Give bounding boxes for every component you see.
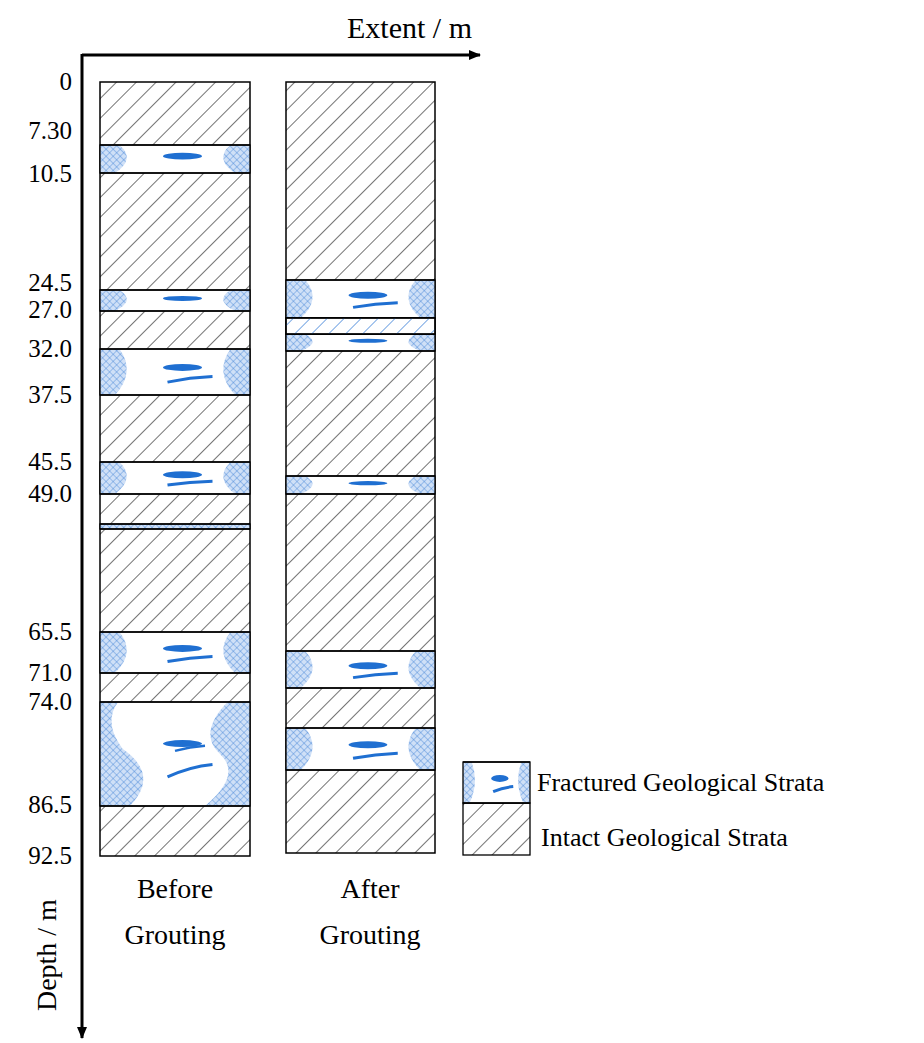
depth-tick-label: 24.5: [28, 269, 72, 298]
depth-tick-label: 7.30: [28, 117, 72, 146]
fractured-band: [286, 334, 435, 351]
extent-axis: [82, 54, 480, 57]
fracture-lens: [163, 645, 202, 652]
fracture-lens: [349, 741, 388, 748]
column-label: After Grouting: [305, 866, 435, 958]
fracture-lens: [168, 764, 213, 776]
depth-tick-label: 0: [60, 68, 73, 97]
depth-tick-label: 37.5: [28, 381, 72, 410]
depth-tick-label: 45.5: [28, 448, 72, 477]
fracture-lens: [163, 153, 202, 160]
fracture-void: [301, 334, 420, 351]
fracture-void: [301, 476, 420, 494]
fracture-lens: [349, 339, 388, 343]
fracture-void: [301, 280, 420, 318]
after-column: [286, 82, 435, 853]
fractured-band: [100, 462, 250, 494]
fracture-lens: [163, 296, 202, 301]
grouted-band: [286, 318, 435, 334]
fractured-band: [100, 290, 250, 311]
fracture-lens: [349, 481, 388, 485]
depth-tick-label: 49.0: [28, 480, 72, 509]
depth-axis: [81, 54, 84, 1038]
grouted-band: [286, 318, 435, 334]
band-outline: [286, 334, 435, 351]
band-outline: [286, 476, 435, 494]
depth-tick-label: 27.0: [28, 296, 72, 325]
fracture-void: [115, 290, 235, 311]
fracture-void: [115, 632, 235, 673]
fractured-band: [286, 476, 435, 494]
before-column: [100, 82, 250, 856]
axis-title: Depth / m: [31, 899, 63, 1011]
fracture-lens: [168, 377, 213, 383]
depth-tick-label: 86.5: [28, 791, 72, 820]
band-outline: [100, 524, 250, 529]
fracture-lens: [163, 471, 202, 478]
fracture-void: [115, 462, 235, 494]
legend-text: Intact Geological Strata: [541, 823, 788, 853]
fracture-lens: [349, 662, 388, 669]
fracture-lens: [493, 787, 513, 792]
depth-tick-label: 74.0: [28, 688, 72, 717]
depth-tick-label: 32.0: [28, 335, 72, 364]
band-outline: [286, 280, 435, 318]
fracture-void: [111, 702, 228, 806]
band-outline: [286, 728, 435, 770]
fracture-lens: [175, 746, 205, 751]
fracture-void: [301, 651, 420, 688]
fractured-band: [286, 728, 435, 770]
band-outline: [463, 762, 530, 803]
fracture-lens: [353, 753, 398, 758]
band-outline: [100, 145, 250, 173]
fractured-band: [463, 762, 530, 803]
depth-tick-label: 92.5: [28, 842, 72, 871]
fracture-lens: [353, 673, 398, 677]
fractured-band: [286, 651, 435, 688]
fracture-lens: [168, 481, 213, 485]
column-label: Before Grouting: [110, 866, 240, 958]
fracture-lens: [349, 292, 388, 299]
fractured-band: [100, 349, 250, 395]
band-outline: [100, 462, 250, 494]
axis-title: Extent / m: [347, 11, 472, 46]
band-outline: [100, 349, 250, 395]
depth-tick-label: 10.5: [28, 160, 72, 189]
fractured-band: [100, 632, 250, 673]
fracture-lens: [353, 303, 398, 308]
band-outline: [100, 290, 250, 311]
depth-tick-label: 65.5: [28, 618, 72, 647]
fracture-void: [470, 762, 524, 803]
fracture-lens: [163, 364, 202, 371]
fracture-lens: [491, 775, 508, 782]
fractured-band: [286, 280, 435, 318]
fracture-lens: [168, 657, 213, 662]
fractured-band: [100, 702, 250, 806]
intact-swatch: [463, 803, 530, 855]
legend-text: Fractured Geological Strata: [537, 768, 824, 798]
fractured-band: [100, 145, 250, 173]
fracture-void: [115, 349, 235, 395]
band-outline: [286, 651, 435, 688]
band-outline: [100, 702, 250, 806]
fracture-void: [115, 145, 235, 173]
fracture-void: [301, 728, 420, 770]
depth-tick-label: 71.0: [28, 659, 72, 688]
fractured-band: [100, 524, 250, 529]
band-outline: [100, 632, 250, 673]
